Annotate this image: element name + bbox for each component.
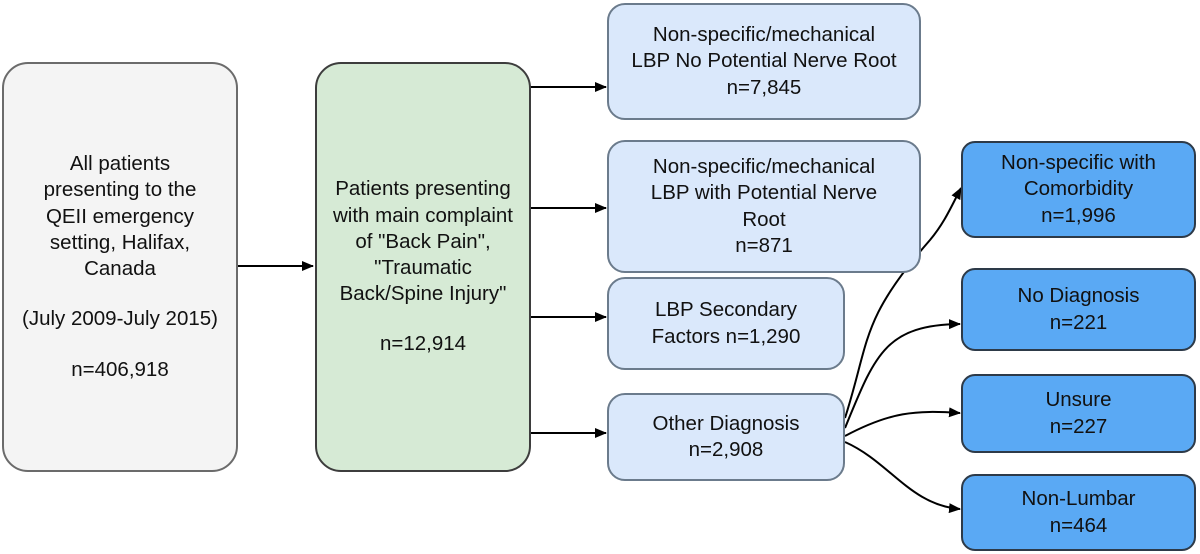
arrow-other-to-comorbidity (844, 187, 962, 419)
node-comorbidity: Non-specific with Comorbidity n=1,996 (961, 141, 1196, 238)
node-no-nerve-root-line-1: Non-specific/mechanical (652, 23, 876, 47)
node-with-nerve-root: Non-specific/mechanical LBP with Potenti… (607, 140, 921, 273)
node-comorbidity-count: n=1,996 (1041, 203, 1116, 227)
node-other-diagnosis: Other Diagnosis n=2,908 (607, 393, 845, 481)
node-with-nerve-root-line-1: Non-specific/mechanical (652, 155, 876, 179)
node-no-diagnosis-line-1: No Diagnosis (1017, 284, 1140, 308)
node-all-patients-line-1: All patients (69, 152, 171, 176)
node-no-diagnosis: No Diagnosis n=221 (961, 268, 1196, 351)
node-comorbidity-line-2: Comorbidity (1023, 177, 1134, 201)
node-no-nerve-root: Non-specific/mechanical LBP No Potential… (607, 3, 921, 120)
arrow-other-to-non-lumbar (844, 441, 961, 514)
node-all-patients-line-5: Canada (84, 257, 156, 281)
node-all-patients-period: (July 2009-July 2015) (22, 307, 218, 331)
node-unsure-line-1: Unsure (1045, 388, 1112, 412)
node-other-diagnosis-line-1: Other Diagnosis (652, 411, 800, 435)
node-secondary-factors-line-1: LBP Secondary (654, 298, 798, 322)
node-all-patients-line-2: presenting to the (43, 178, 197, 202)
node-unsure-count: n=227 (1049, 414, 1108, 438)
arrow-other-to-no-diagnosis (844, 319, 961, 429)
node-secondary-factors-line-2: Factors n=1,290 (651, 324, 801, 348)
node-non-lumbar-line-1: Non-Lumbar (1021, 487, 1136, 511)
node-comorbidity-line-1: Non-specific with (1001, 151, 1156, 175)
node-back-pain-line-5: Back/Spine Injury" (339, 282, 507, 306)
node-other-diagnosis-count: n=2,908 (688, 438, 764, 461)
node-with-nerve-root-line-2: LBP with Potential Nerve (650, 181, 878, 205)
node-secondary-factors: LBP Secondary Factors n=1,290 (607, 277, 845, 370)
node-back-pain-line-3: of "Back Pain", (355, 229, 491, 253)
node-no-nerve-root-count: n=7,845 (726, 75, 802, 99)
node-no-nerve-root-line-2: LBP No Potential Nerve Root (631, 49, 897, 73)
node-back-pain-line-2: with main complaint (332, 203, 513, 227)
node-unsure: Unsure n=227 (961, 374, 1196, 453)
node-non-lumbar-count: n=464 (1049, 513, 1108, 537)
node-back-pain-line-1: Patients presenting (335, 177, 511, 201)
node-back-pain-line-4: "Traumatic (374, 256, 472, 279)
node-all-patients-line-4: setting, Halifax, (49, 230, 191, 254)
node-back-pain: Patients presenting with main complaint … (315, 62, 531, 472)
node-with-nerve-root-line-3: Root (742, 207, 786, 231)
node-all-patients-line-3: QEII emergency (45, 204, 195, 228)
arrow-other-to-unsure (844, 407, 961, 437)
node-all-patients: All patients presenting to the QEII emer… (2, 62, 238, 472)
node-back-pain-count: n=12,914 (379, 332, 467, 356)
node-with-nerve-root-count: n=871 (735, 233, 793, 257)
node-non-lumbar: Non-Lumbar n=464 (961, 474, 1196, 551)
node-no-diagnosis-count: n=221 (1049, 310, 1108, 334)
node-all-patients-count: n=406,918 (71, 357, 169, 381)
